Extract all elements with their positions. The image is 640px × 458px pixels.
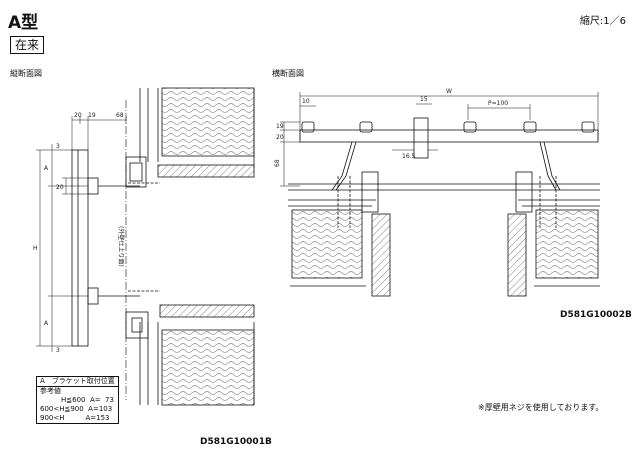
bracket-position-table: A ブラケット取付位置 参考値 H≦600 A= 73 600<H≦900 A=…	[36, 376, 119, 424]
hdim-w: W	[446, 88, 452, 95]
hdim-pitch: P=100	[488, 100, 508, 107]
screw-note: ※厚壁用ネジを使用しております。	[478, 403, 604, 412]
drawing-code-vertical: D581G10001B	[200, 437, 272, 447]
vertical-section-caption: 縦断面図	[10, 69, 42, 78]
bracket-table-row: 600<H≦900 A=103	[40, 405, 113, 413]
vdim-19: 19	[88, 112, 96, 119]
hdim-19: 19	[276, 123, 284, 130]
scale-label: 縮尺:1／6	[579, 16, 626, 27]
vdim-3-top: 3	[56, 143, 60, 150]
hdim-16-5: 16.5	[402, 153, 416, 160]
vdim-a-top: A	[44, 165, 49, 172]
bracket-table-row: H≦600 A= 73	[40, 396, 114, 404]
hdim-15: 15	[420, 96, 428, 103]
wall-face-label: (外壁仕上り面)	[117, 226, 125, 267]
vdim-68: 68	[116, 112, 124, 119]
hdim-10: 10	[302, 98, 310, 105]
vdim-a-bottom: A	[44, 320, 49, 327]
bracket-table-sub: 参考値	[40, 387, 61, 395]
hdim-20: 20	[276, 134, 284, 141]
bracket-table-head: A ブラケット取付位置	[36, 376, 119, 387]
bracket-table-row: 900<H A=153	[40, 414, 110, 422]
horizontal-section-caption: 横断面図	[272, 69, 304, 78]
vdim-3-bottom: 3	[56, 347, 60, 354]
vdim-20-mid: 20	[56, 184, 64, 191]
vertical-section	[36, 87, 255, 406]
type-box: 在来	[10, 36, 45, 54]
vdim-20: 20	[74, 112, 82, 119]
drawing-code-horizontal: D581G10002B	[560, 310, 632, 320]
vdim-h: H	[33, 245, 38, 252]
hdim-68: 68	[274, 159, 281, 167]
horizontal-section	[280, 92, 600, 297]
page-title: A型	[8, 13, 39, 33]
